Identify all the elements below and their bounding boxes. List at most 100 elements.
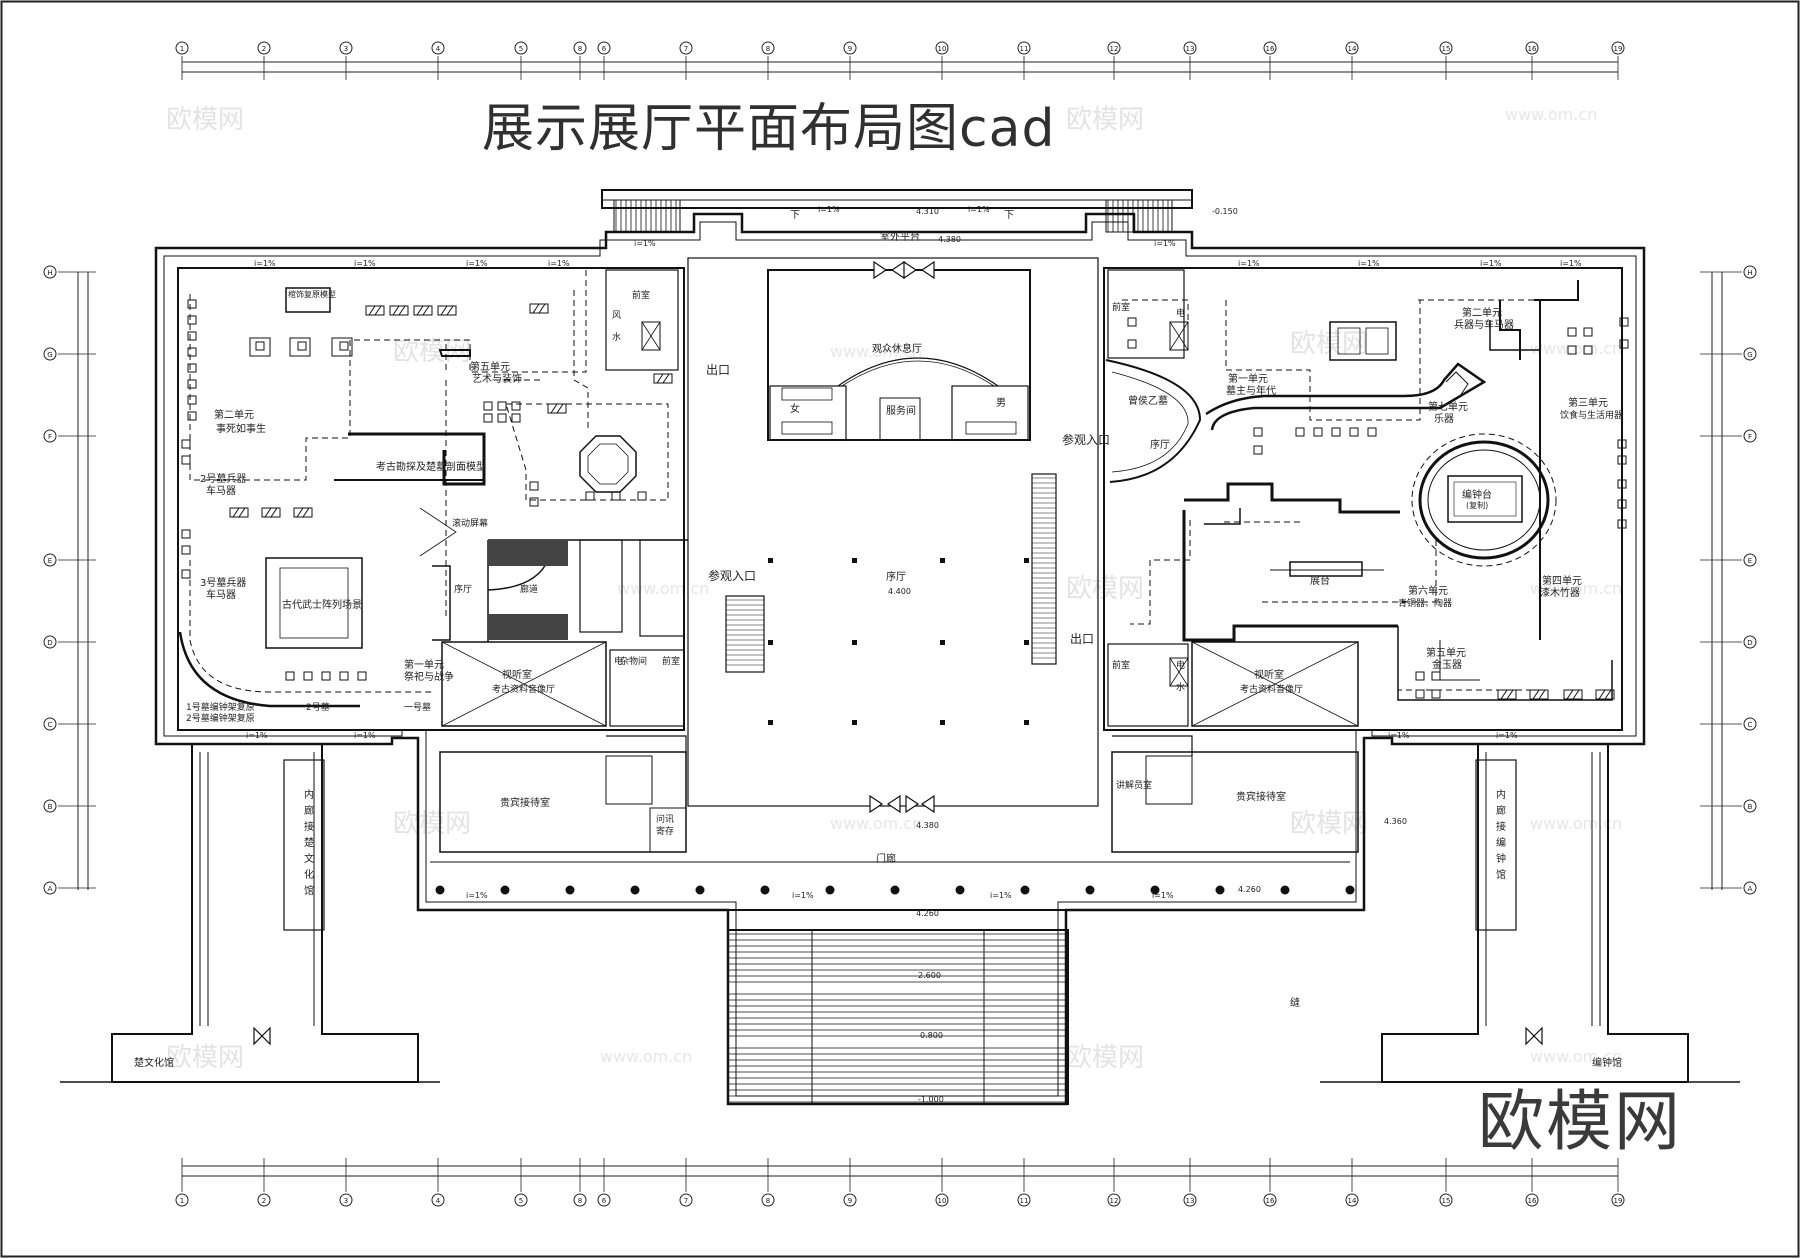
grid-bubble-label: F [1748,433,1752,441]
display-case [483,401,493,411]
grid-bubble [935,41,949,55]
display-case [1331,427,1341,437]
grid-bubble [257,41,271,55]
label-l-unit1: 第一单元 [404,658,444,671]
stairs [615,200,1169,232]
display-case [1583,327,1593,337]
hatched-cases [229,303,1615,700]
label-r-unit7-sub: 乐器 [1434,413,1454,425]
slope-17: i=1% [818,205,840,214]
label-wc-male: 男 [996,397,1006,409]
level-2: 4.380 [938,235,961,244]
grid-bubble [1743,717,1757,731]
display-case [187,331,197,341]
hatched-case [413,305,433,316]
display-case [1127,317,1137,327]
right-hall [1105,269,1613,727]
connecting-corridors [60,744,1740,1083]
display-case [1431,671,1441,681]
label-r-unit4: 第四单元 [1542,574,1582,587]
grid-bubble [43,717,57,731]
label-r-unit5: 第五单元 [1426,646,1466,659]
slope-5: i=1% [1238,259,1260,268]
grid-bubble-label: 10 [938,1197,947,1205]
grid-bubble [1743,799,1757,813]
label-r-unit3: 第三单元 [1568,396,1608,409]
grid-bubble-label: F [48,433,52,441]
display-case [1567,327,1577,337]
portico-column [1345,885,1355,895]
label-l-unit2: 第二单元 [214,408,254,421]
label-lounge: 观众休息厅 [872,342,922,355]
label-r-water: 水 [1176,681,1185,693]
grid-bubble [339,1193,353,1207]
grid-bubble-label: D [1747,639,1752,647]
grid-bubble-label: 15 [1442,1197,1451,1205]
grid-bubble [1611,1193,1625,1207]
display-case [285,671,295,681]
slope-3: i=1% [466,259,488,268]
display-case [339,671,349,681]
grid-bubble-label: G [1747,351,1752,359]
display-case [1349,427,1359,437]
label-r-unit6-sub: 青铜器、陶器 [1398,597,1452,609]
label-l-model: 棺饰复原模型 [288,289,336,299]
grid-bubble [43,881,57,895]
slope-1: i=1% [254,259,276,268]
portico-column [825,885,835,895]
display-case [611,491,621,501]
label-r-av: 视听室 [1254,668,1284,681]
grid-bubble-label: 19 [1614,45,1623,53]
portico-column [500,885,510,895]
label-r-case: 展台 [1310,574,1330,587]
grid-bubble [514,41,528,55]
label-l-store: 寄存 [656,825,674,837]
grid-bubble [175,1193,189,1207]
stair-treads [726,477,1056,666]
watermark-url: www.om.cn [830,814,922,833]
watermark-url: www.om.cn [600,1047,692,1066]
grid-bubble [1107,1193,1121,1207]
grid-bubble [1743,429,1757,443]
portico-column [955,885,965,895]
display-case [511,413,521,423]
grid-bubble [1183,1193,1197,1207]
display-case [1617,455,1627,465]
label-service: 服务间 [886,404,916,417]
grid-bubble-label: 13 [1186,1197,1195,1205]
watermark-text: 欧模网 [1290,329,1368,359]
display-case [187,347,197,357]
label-l-unit1-sub: 祭祀与战争 [404,670,454,683]
label-r-front-top: 前室 [1112,301,1130,313]
label-r-tomb: 曾侯乙墓 [1128,394,1168,407]
slope-8: i=1% [1560,259,1582,268]
watermark-url: www.om.cn [1505,105,1597,124]
drawing-title: 展示展厅平面布局图cad [482,99,1056,159]
watermark-text: 欧模网 [393,337,471,367]
label-l-tomb3-sub: 车马器 [206,588,236,601]
grid-bubble [175,41,189,55]
label-exit: 出口 [706,363,730,377]
slope-15: i=1% [990,891,1012,900]
grid-bubble [1525,1193,1539,1207]
label-l-screen: 滚动屏幕 [452,517,488,529]
lounge-detail [769,357,1029,441]
portico-column [1020,885,1030,895]
grid-bubble [679,1193,693,1207]
display-case [1617,479,1627,489]
hatched-case [261,507,281,518]
grid-bubble-label: 1 [180,45,184,53]
grid-bubble-label: 8 [766,1197,770,1205]
hatched-case [389,305,409,316]
label-l-unit5-sub: 艺术与装饰 [472,372,522,385]
grid-bubble-label: E [48,557,52,565]
grid-bubble-label: 10 [938,45,947,53]
hatched-case [529,303,549,314]
watermark-url: www.om.cn [830,342,922,361]
grid-bubble-label: E [1748,557,1752,565]
grid-bubble-label: 19 [1614,1197,1623,1205]
grid-bubble-label: 12 [1110,1197,1119,1205]
grid-bubble [1107,41,1121,55]
hatched-case [1563,689,1583,700]
